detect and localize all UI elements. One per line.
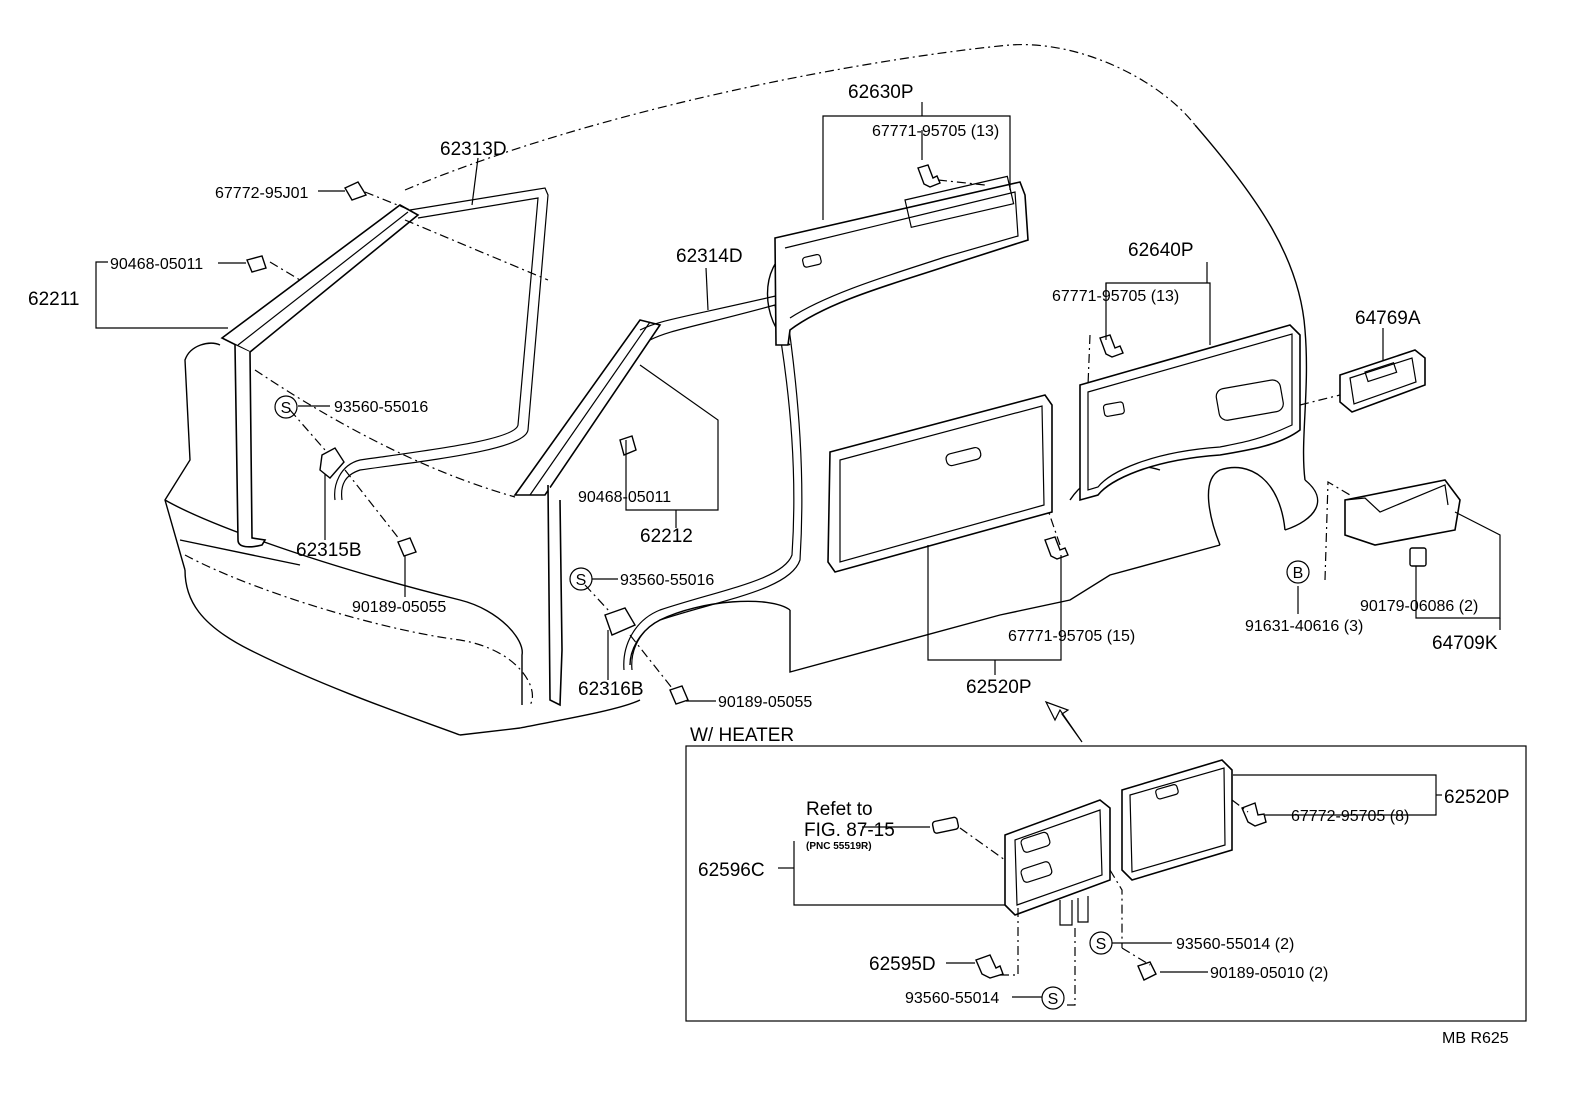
label-62595D: 62595D [869,954,936,975]
label-62212: 62212 [640,526,693,547]
svg-text:S: S [1048,991,1059,1008]
label-93560-55016-b: 93560-55016 [620,572,714,589]
label-90468-05011-b: 90468-05011 [578,489,671,506]
tonneau-cover-garnish-64769A [1339,349,1426,413]
dashed-connectors [254,179,1351,689]
refer-line-1: Refet to [806,799,873,820]
label-62630P-clip: 67771-95705 (13) [872,123,999,140]
label-90468-05011-a: 90468-05011 [110,256,203,273]
quarter-window-garnish-62314D [623,294,803,671]
label-62211: 62211 [28,289,79,310]
label-62316B: 62316B [578,679,644,700]
label-62596C: 62596C [698,860,765,881]
label-91631-40616: 91631-40616 (3) [1245,618,1363,635]
label-90189-05010: 90189-05010 (2) [1210,965,1328,982]
label-62520P-clip: 67771-95705 (15) [1008,628,1135,645]
label-62520P: 62520P [966,677,1032,698]
s-symbol-d: S [1041,986,1065,1010]
service-hole-cover-62520P [827,394,1053,573]
label-93560-55014-a: 93560-55014 (2) [1176,936,1294,953]
svg-text:S: S [1096,936,1107,953]
label-90189-05055-b: 90189-05055 [718,694,812,711]
heater-title: W/ HEATER [690,725,794,746]
svg-text:S: S [281,400,292,417]
label-93560-55016-a: 93560-55016 [334,399,428,416]
heater-inset [685,745,1527,1022]
footer-code: MB R625 [1442,1030,1509,1047]
refer-line-3: (PNC 55519R) [806,841,872,852]
part-labels: 62630P 67771-95705 (13) 62313D 67772-95J… [28,82,1510,1047]
b-symbol: B [1286,560,1310,584]
label-64769A: 64769A [1355,308,1421,329]
fasteners [246,164,1124,705]
label-62315B: 62315B [296,540,362,561]
label-90189-05055-a: 90189-05055 [352,599,446,616]
heater-callout-arrow [1044,700,1083,743]
svg-text:B: B [1293,565,1304,582]
s-symbol-c: S [1089,931,1113,955]
center-pillar-garnish-62212 [513,319,662,707]
quarter-trim-upper-62630P [774,175,1029,346]
label-62520P-heater: 62520P [1444,787,1510,808]
label-67772-95705: 67772-95705 (8) [1291,808,1409,825]
label-64709K: 64709K [1432,633,1498,654]
label-90179-06086: 90179-06086 (2) [1360,598,1478,615]
label-93560-55014-b: 93560-55014 [905,990,999,1007]
front-window-garnish-62313D [334,187,549,501]
refer-line-2: FIG. 87-15 [804,820,895,841]
label-62313D: 62313D [440,139,507,160]
svg-text:S: S [576,572,587,589]
holder-64709K [1344,479,1461,567]
label-62640P: 62640P [1128,240,1194,261]
label-62640P-clip: 67771-95705 (13) [1052,288,1179,305]
label-62314D: 62314D [676,246,743,267]
label-62630P: 62630P [848,82,914,103]
front-pillar-garnish-62211 [220,204,420,548]
s-symbol-a: S [274,395,298,419]
quarter-trim-rear-62640P [1079,324,1301,502]
s-symbol-b: S [569,567,593,591]
leader-lines [95,102,1501,702]
label-67772-95J01: 67772-95J01 [215,185,309,202]
